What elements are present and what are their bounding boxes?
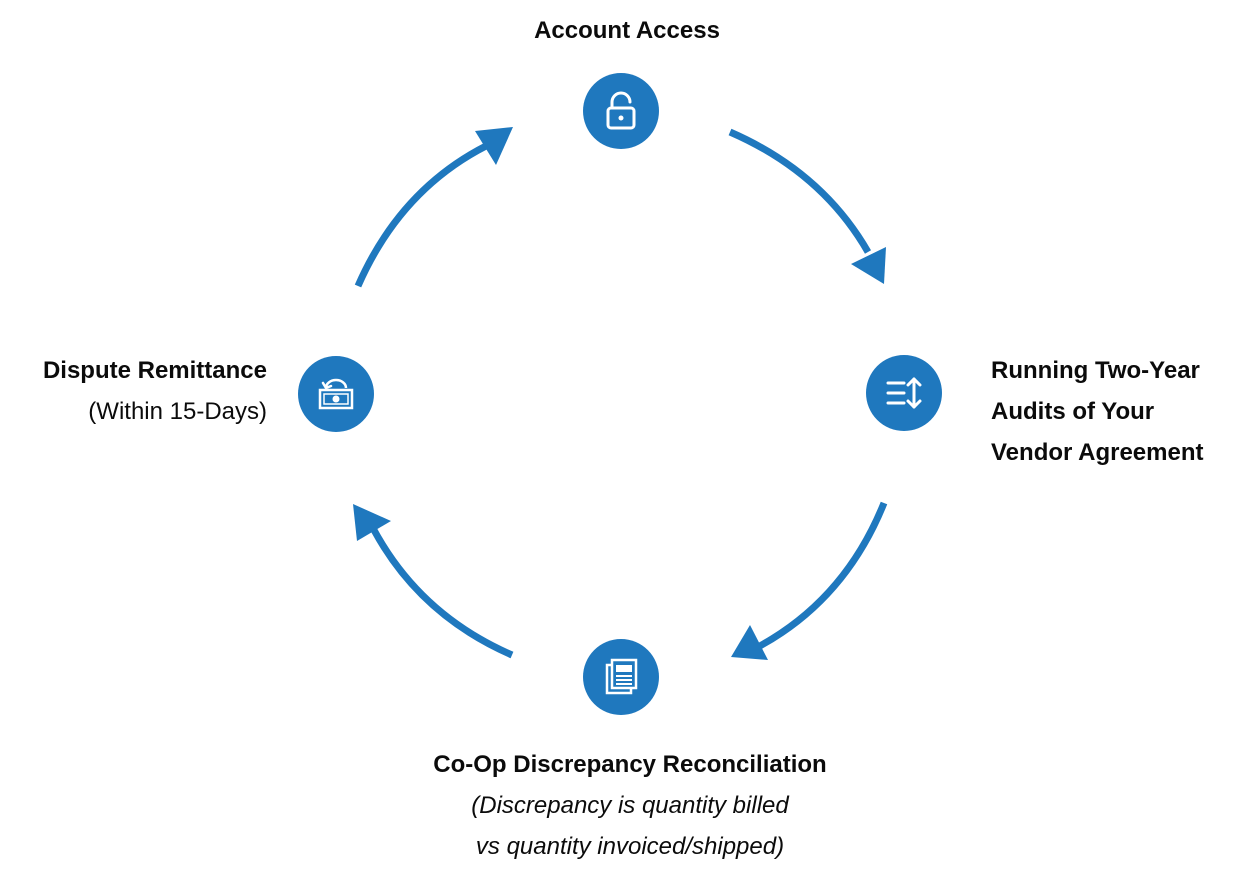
step-coop-reconciliation-note-line1: (Discrepancy is quantity billed (471, 792, 789, 819)
arrow-bottom-to-left (370, 528, 514, 659)
step-account-access-node (583, 73, 659, 149)
step-audits-title-line1: Running Two-Year (991, 357, 1200, 384)
step-dispute-remittance-label: Dispute Remittance (Within 15-Days) (0, 350, 267, 432)
step-account-access-title: Account Access (534, 17, 720, 44)
money-return-icon (318, 378, 354, 410)
step-audits-node (866, 355, 942, 431)
unlock-icon (606, 91, 636, 130)
sort-icon (886, 377, 922, 409)
step-dispute-remittance-note: (Within 15-Days) (88, 398, 267, 425)
step-coop-reconciliation-label: Co-Op Discrepancy Reconciliation (Discre… (330, 744, 930, 867)
arrow-left-to-top (354, 142, 488, 288)
step-coop-reconciliation-note-line2: vs quantity invoiced/shipped) (475, 833, 785, 860)
step-dispute-remittance-node (298, 356, 374, 432)
step-coop-reconciliation-title: Co-Op Discrepancy Reconciliation (433, 751, 827, 778)
arrowhead-left-to-top (475, 127, 513, 165)
arrow-top-to-right (728, 128, 872, 254)
step-audits-title-line3: Vendor Agreement (991, 439, 1204, 466)
step-coop-reconciliation-node (583, 639, 659, 715)
arrowhead-bottom-to-left (353, 504, 391, 541)
step-dispute-remittance-title: Dispute Remittance (42, 357, 267, 384)
document-icon (605, 658, 638, 695)
arrowhead-right-to-bottom (731, 625, 768, 660)
step-audits-label: Running Two-Year Audits of Your Vendor A… (991, 350, 1204, 473)
arrowhead-top-to-right (851, 247, 886, 284)
step-audits-title-line2: Audits of Your (991, 398, 1155, 425)
arrow-right-to-bottom (756, 501, 888, 651)
step-account-access-label: Account Access (427, 10, 827, 51)
